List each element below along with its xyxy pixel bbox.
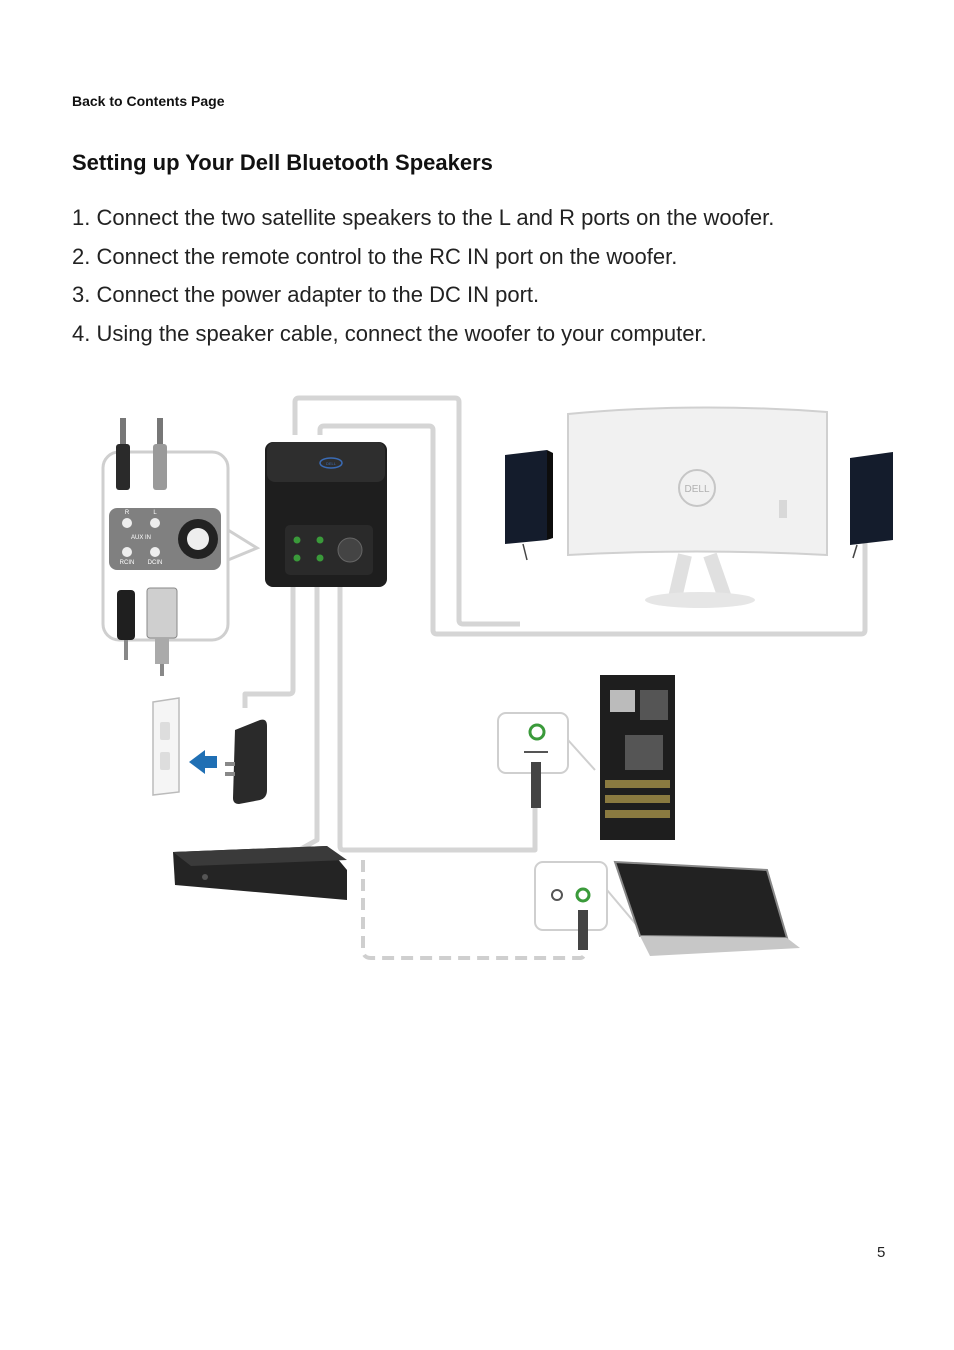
monitor-icon: DELL	[567, 406, 828, 608]
back-to-contents-link[interactable]: Back to Contents Page	[72, 93, 225, 109]
woofer-logo: DELL	[326, 461, 337, 466]
connection-diagram: AUX IN R L RCIN DCIN DELL	[101, 395, 893, 960]
setup-steps-list: 1. Connect the two satellite speakers to…	[72, 203, 774, 357]
bluetooth-receiver-icon	[173, 846, 347, 900]
port-label-left: R	[125, 510, 130, 516]
port-label-aux: AUX IN	[131, 535, 151, 541]
port-panel-icon: AUX IN R L RCIN DCIN	[109, 508, 221, 570]
port-label-dc: DCIN	[148, 560, 163, 566]
cable-right-speaker	[292, 395, 520, 627]
power-adapter-icon	[225, 719, 267, 804]
cable-left-speaker	[317, 423, 868, 637]
desktop-tower-icon	[600, 675, 675, 840]
connector-callout: AUX IN R L RCIN DCIN	[101, 418, 261, 676]
page-title: Setting up Your Dell Bluetooth Speakers	[72, 150, 493, 175]
laptop-icon	[613, 860, 800, 956]
laptop-jack-callout	[534, 861, 646, 950]
port-label-rc: RCIN	[120, 560, 135, 566]
cable-power-adapter	[242, 575, 296, 708]
cable-desktop-audio	[337, 565, 538, 853]
arrow-icon	[189, 750, 217, 774]
monitor-logo: DELL	[684, 484, 709, 495]
remote-plug-icon	[146, 587, 178, 676]
right-speaker-icon	[505, 450, 553, 561]
desktop-jack-callout	[497, 712, 596, 808]
step-item: 1. Connect the two satellite speakers to…	[72, 205, 775, 230]
port-label-right: L	[153, 510, 157, 516]
step-item: 3. Connect the power adapter to the DC I…	[72, 282, 540, 307]
step-item: 4. Using the speaker cable, connect the …	[72, 320, 707, 346]
dc-plug-icon	[117, 590, 135, 660]
left-speaker-icon	[850, 452, 893, 559]
rca-plug-icon	[116, 418, 167, 490]
wall-outlet-icon	[152, 697, 180, 796]
woofer-icon: DELL	[265, 442, 387, 587]
page-number: 5	[877, 1244, 886, 1261]
step-item: 2. Connect the remote control to the RC …	[72, 243, 678, 269]
